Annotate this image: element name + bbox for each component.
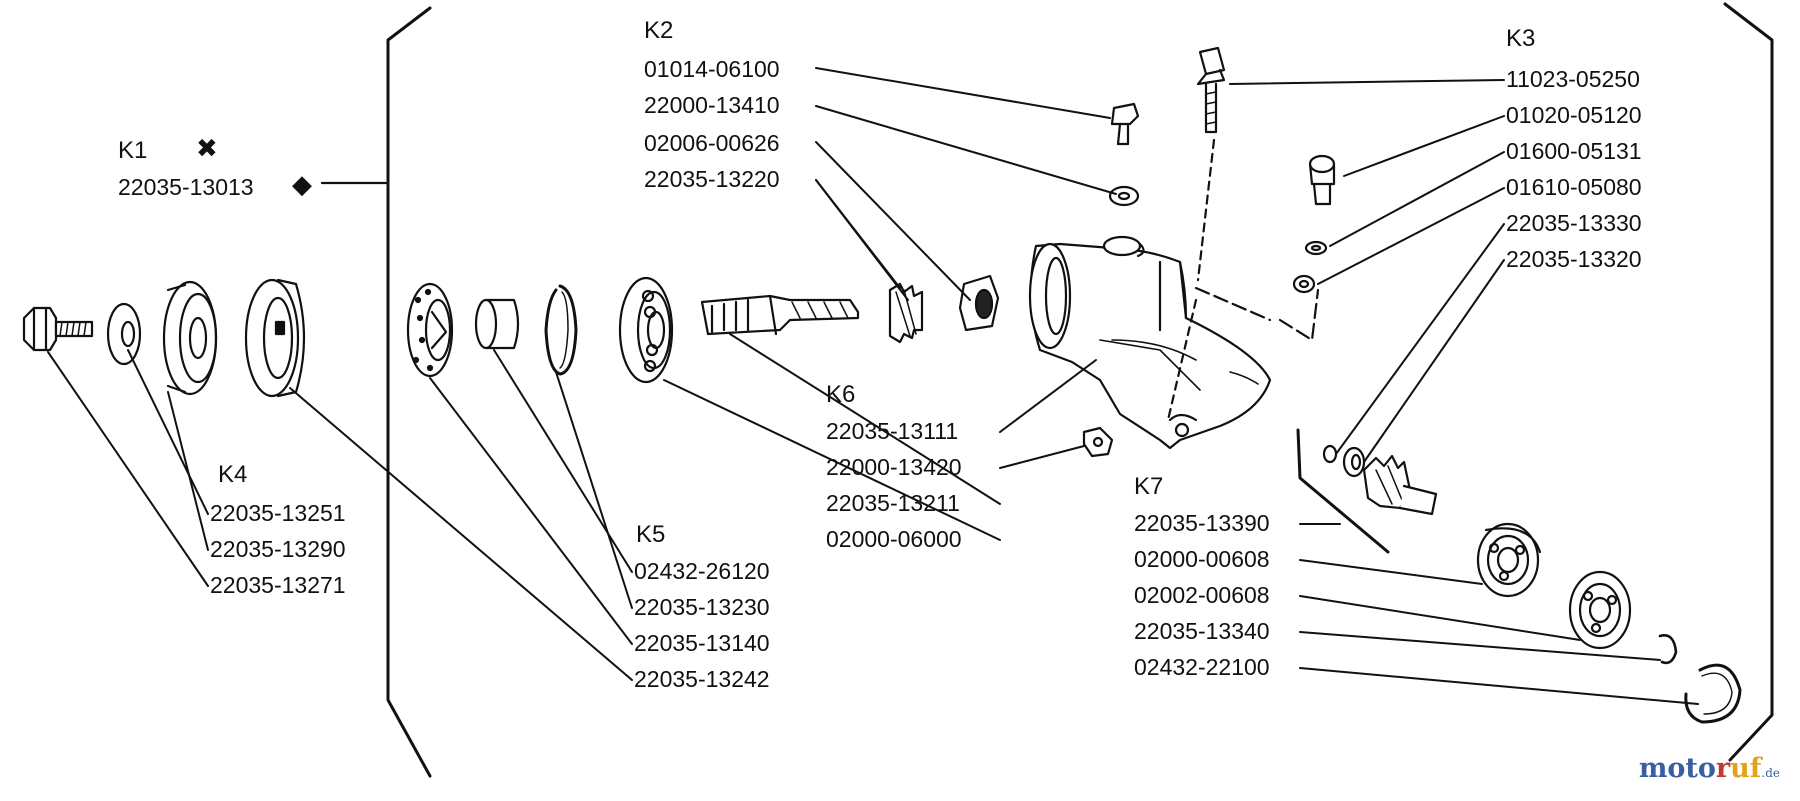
bevel-gear-large (1362, 454, 1438, 516)
watermark-logo: motoruf.de (1638, 753, 1780, 784)
lock-washer-part (1304, 240, 1328, 256)
bevel-gear-small (888, 282, 924, 344)
flange-part (162, 280, 218, 396)
part-number: 22035-13290 (210, 536, 346, 562)
part-number: 22035-13140 (634, 630, 770, 656)
bearing-k7-upper (1476, 522, 1542, 598)
k7-bracket (1296, 428, 1390, 554)
axis-line (1278, 288, 1320, 342)
not-included-icon: ✖ (196, 134, 218, 164)
group-label-k2: K2 (644, 17, 674, 44)
part-number: 22035-13251 (210, 500, 346, 526)
part-number: 01600-05131 (1506, 138, 1642, 164)
part-number: 22035-13111 (826, 418, 959, 444)
right-bracket (1723, 2, 1774, 762)
axis-line (1166, 298, 1198, 422)
part-number: 22035-13220 (644, 166, 780, 192)
part-number: 01014-06100 (644, 56, 780, 82)
part-number: 22000-13410 (644, 92, 780, 118)
k7-ring-part (1342, 446, 1366, 478)
axis-line (1196, 138, 1216, 282)
part-number: 22035-13340 (1134, 618, 1270, 644)
group-label-k6: K6 (826, 381, 856, 408)
part-number: 11023-05250 (1506, 66, 1640, 92)
small-screw-part (1110, 102, 1140, 146)
part-number: 22035-13242 (634, 666, 770, 692)
diamond-icon: ◆ (292, 170, 312, 200)
leader-lines (47, 67, 1699, 705)
part-number-k1: 22035-13013 (118, 174, 254, 200)
part-number: 02006-00626 (644, 130, 780, 156)
spring-washer-part (1108, 185, 1140, 207)
bearing-k5 (618, 276, 674, 384)
part-number: 22035-13271 (210, 572, 346, 598)
part-number: 02002-00608 (1134, 582, 1270, 608)
group-label-k4: K4 (218, 461, 248, 488)
part-number: 22035-13230 (634, 594, 770, 620)
circlip-part (544, 284, 578, 376)
cap-screw-part (1308, 154, 1336, 206)
flat-washer-part (1292, 274, 1316, 294)
group-label-k1: K1 (118, 137, 148, 164)
part-number: 02000-00608 (1134, 546, 1270, 572)
housing-clip-part (1082, 426, 1114, 458)
part-number: 02000-06000 (826, 526, 962, 552)
part-number: 22035-13211 (826, 490, 960, 516)
gear-housing-part (1028, 235, 1272, 450)
group-label-k3: K3 (1506, 25, 1536, 52)
part-number: 01020-05120 (1506, 102, 1642, 128)
part-number: 02432-22100 (1134, 654, 1270, 680)
part-number: 22035-13330 (1506, 210, 1642, 236)
k7-large-circlip (1684, 663, 1742, 724)
part-number: 22035-13390 (1134, 510, 1270, 536)
bearing-k7-lower (1568, 570, 1632, 650)
sleeve-part (474, 298, 520, 350)
long-bolt-part (1196, 46, 1226, 134)
cap-part (406, 282, 454, 378)
group-label-k5: K5 (636, 521, 666, 548)
washer-part (106, 302, 142, 366)
left-bracket (386, 6, 432, 778)
k7-small-circlip (1658, 634, 1678, 665)
part-number: 01610-05080 (1506, 174, 1642, 200)
part-number: 02432-26120 (634, 558, 770, 584)
nut-part (958, 274, 1000, 332)
group-label-k7: K7 (1134, 473, 1164, 500)
axis-line (1194, 286, 1272, 322)
drive-shaft-part (700, 294, 860, 336)
bolt-part (22, 306, 94, 352)
part-number: 22000-13420 (826, 454, 962, 480)
part-number: 22035-13320 (1506, 246, 1642, 272)
cover-ring-part (244, 278, 306, 398)
k7-key-part (1322, 444, 1338, 464)
